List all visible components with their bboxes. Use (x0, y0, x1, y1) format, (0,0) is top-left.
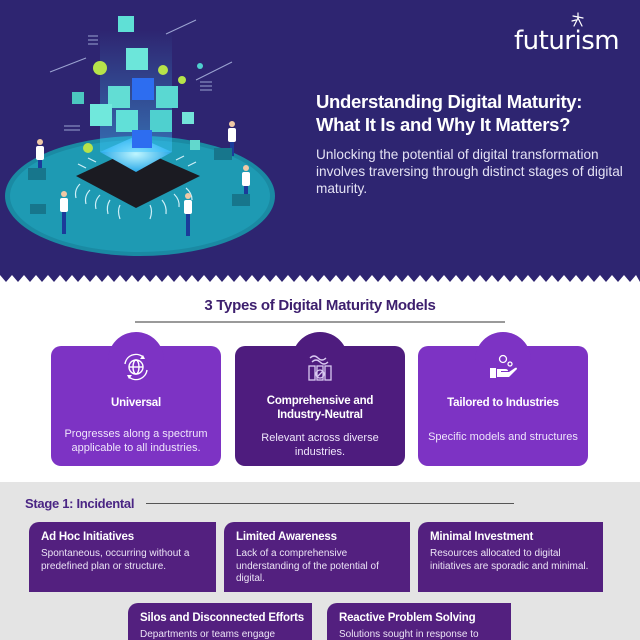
isometric-tech-illustration (5, 16, 275, 256)
stage-card-limited-awareness: Limited Awareness Lack of a comprehensiv… (224, 522, 410, 592)
type-card-comprehensive: Comprehensive and Industry-Neutral Relev… (235, 332, 405, 466)
stage-card-title: Minimal Investment (430, 531, 534, 543)
title-line-2: What It Is and Why It Matters? (316, 114, 571, 135)
stage-card-desc: Spontaneous, occurring without a predefi… (41, 548, 190, 572)
stage-card-reactive: Reactive Problem Solving Solutions sough… (327, 603, 511, 640)
stage-card-desc: Departments or teams engage (140, 629, 276, 640)
stage-card-title: Ad Hoc Initiatives (41, 531, 134, 543)
type-card-tailored: Tailored to Industries Specific models a… (418, 332, 588, 466)
stage-card-desc: Lack of a comprehensive understanding of… (236, 548, 379, 584)
stage-card-desc: Resources allocated to digital initiativ… (430, 548, 589, 572)
stage-card-silos: Silos and Disconnected Efforts Departmen… (128, 603, 312, 640)
stage-title: Stage 1: Incidental (25, 496, 135, 511)
type-name: Tailored to Industries (447, 397, 559, 409)
starburst-figure-icon (571, 12, 584, 27)
futurism-logo[interactable]: futurism (514, 12, 638, 58)
type-name: Comprehensive and Industry-Neutral (266, 395, 374, 421)
brand-name: futurism (514, 26, 620, 56)
zigzag-divider (0, 270, 640, 282)
section-divider (135, 321, 505, 323)
stage-section: Stage 1: Incidental Ad Hoc Initiatives S… (0, 482, 640, 640)
stage-card-minimal-investment: Minimal Investment Resources allocated t… (418, 522, 603, 592)
factory-icon (308, 355, 332, 381)
type-card-universal: Universal Progresses along a spectrum ap… (51, 332, 221, 466)
section-title-types: 3 Types of Digital Maturity Models (204, 297, 436, 314)
stage-card-title: Limited Awareness (236, 531, 337, 543)
stage-card-desc: Solutions sought in response to (339, 629, 479, 640)
type-desc: Relevant across diverse industries. (261, 432, 379, 458)
hand-gears-icon (490, 354, 517, 378)
stage-divider (146, 503, 514, 504)
stage-card-ad-hoc: Ad Hoc Initiatives Spontaneous, occurrin… (29, 522, 216, 592)
type-desc: Progresses along a spectrum applicable t… (64, 428, 208, 454)
hero-subtitle: Unlocking the potential of digital trans… (316, 147, 623, 196)
stage-card-title: Reactive Problem Solving (339, 612, 476, 624)
title-line-1: Understanding Digital Maturity: (316, 91, 583, 112)
type-desc: Specific models and structures (428, 431, 578, 443)
page-title: Understanding Digital Maturity: What It … (316, 90, 636, 136)
globe-cycle-icon (124, 353, 148, 381)
stage-card-title: Silos and Disconnected Efforts (140, 612, 304, 624)
type-name: Universal (111, 397, 161, 409)
